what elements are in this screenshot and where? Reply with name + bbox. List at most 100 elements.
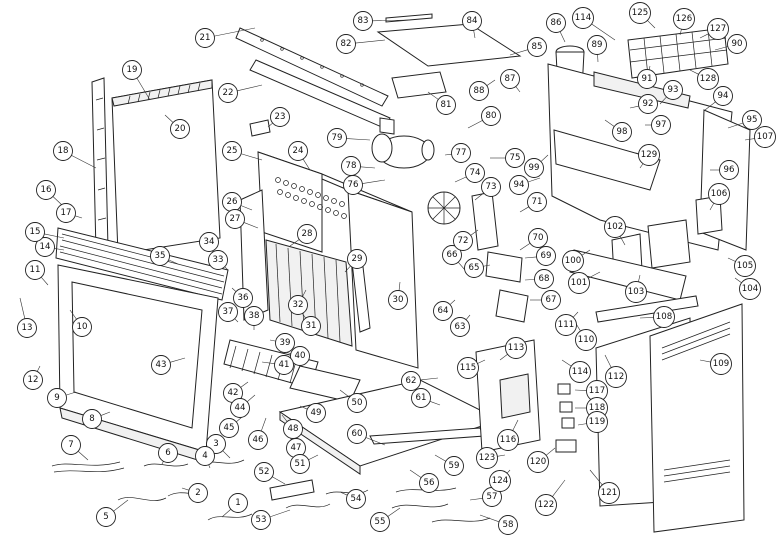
callout-label: 117 [589,386,605,396]
callout-9: 9 [47,388,67,408]
callout-label: 20 [175,124,186,134]
callout-93: 93 [663,80,683,100]
callout-circle [469,81,489,101]
leader-line [479,514,500,523]
callout-circle [457,357,479,379]
callout-label: 18 [58,146,69,156]
callout-label: 127 [710,24,726,34]
leader-line [638,274,641,282]
callout-label: 74 [470,168,481,178]
callout-62: 62 [401,371,421,391]
leader-line [474,192,484,201]
leader-line [54,248,65,251]
leader-line [409,469,422,478]
callout-circle [572,7,594,29]
callout-43: 43 [151,355,171,375]
callout-circle [719,160,739,180]
leader-line [267,122,273,128]
leader-line [639,163,644,169]
callout-label: 66 [447,250,458,260]
part-switch-d [555,439,577,453]
callout-label: 112 [608,372,624,382]
callout-circle [505,337,527,359]
part-blower-inlet [421,139,435,161]
callout-75: 75 [505,148,525,168]
leader-line [699,359,711,363]
callout-label: 26 [227,197,238,207]
leader-line [339,491,348,496]
callout-label: 54 [351,494,362,504]
callout-29: 29 [347,249,367,269]
callout-circle [663,80,683,100]
part-small-bar [385,13,433,23]
callout-label: 71 [532,197,543,207]
callout-circle [433,301,453,321]
callout-label: 77 [456,148,467,158]
callout-74: 74 [465,163,485,183]
leader-line [524,256,537,259]
leader-line [224,266,229,271]
callout-circle [546,13,566,33]
leader-line [559,31,566,43]
callout-25: 25 [222,141,242,161]
callout-11: 11 [25,260,45,280]
leader-line [36,365,41,372]
callout-128: 128 [697,68,719,90]
callout-label: 1 [235,498,240,508]
part-side-panel-outer [649,303,745,533]
callout-circle [464,258,484,278]
callout-61: 61 [411,388,431,408]
callout-label: 94 [514,180,525,190]
leader-line [561,359,572,367]
callout-65: 65 [464,258,484,278]
louver-lines [59,233,225,295]
callout-circle [465,163,485,183]
callout-34: 34 [199,232,219,252]
callout-circle [230,398,250,418]
leader-line [473,30,476,39]
callout-circle [411,388,431,408]
callout-label: 67 [546,295,557,305]
callout-89: 89 [587,35,607,55]
callout-121: 121 [598,482,620,504]
leader-line [344,265,351,273]
leader-line [497,454,506,457]
callout-label: 41 [279,360,290,370]
callout-circle [82,409,102,429]
callout-33: 33 [208,250,228,270]
callout-125: 125 [629,2,651,24]
callout-39: 39 [275,333,295,353]
callout-circle [462,11,482,31]
callout-circle [604,216,626,238]
callout-circle [170,119,190,139]
callout-circle [275,333,295,353]
callout-41: 41 [274,355,294,375]
callout-circle [254,462,274,482]
callout-126: 126 [673,8,695,30]
callout-label: 115 [460,363,476,373]
callout-92: 92 [638,94,658,114]
callout-label: 49 [311,408,322,418]
callout-circle [244,306,264,326]
callout-53: 53 [251,510,271,530]
callout-127: 127 [707,18,729,40]
callout-label: 60 [352,429,363,439]
callout-label: 79 [332,133,343,143]
leader-line [483,264,491,267]
callout-circle [122,60,142,80]
callout-31: 31 [301,316,321,336]
callout-circle [23,370,43,390]
part-bracket-bar [595,295,699,323]
leader-line [221,509,232,518]
callout-circle [541,290,561,310]
callout-circle [569,361,591,383]
leader-line [136,77,151,101]
callout-24: 24 [288,141,308,161]
callout-78: 78 [341,156,361,176]
callout-label: 123 [479,453,495,463]
callout-circle [436,95,456,115]
leader-line [100,411,111,416]
callout-52: 52 [254,462,274,482]
callout-111: 111 [555,314,577,336]
callout-label: 114 [572,367,588,377]
